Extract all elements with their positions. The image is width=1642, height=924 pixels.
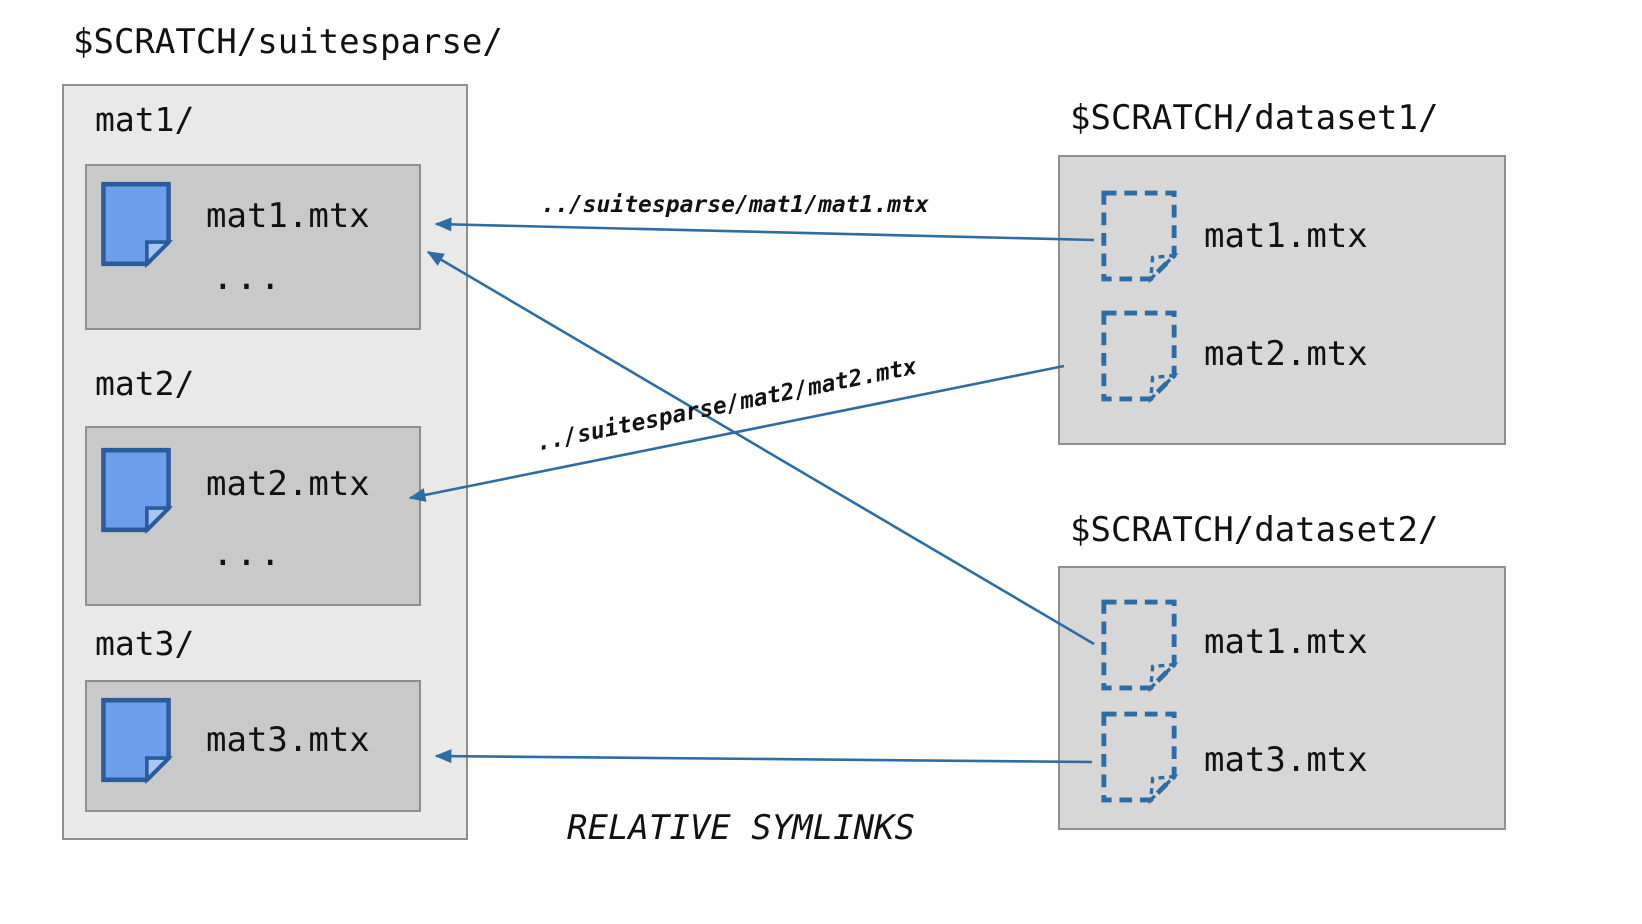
symlink-arrow-d2mat1-to-mat1 bbox=[426, 250, 1095, 646]
dataset1-file2-label: mat2.mtx bbox=[1204, 334, 1368, 374]
dataset2-box bbox=[1058, 566, 1506, 830]
dataset1-box bbox=[1058, 155, 1506, 445]
file-mat3-label: mat3.mtx bbox=[206, 720, 370, 760]
ellipsis-mat2: ... bbox=[212, 533, 284, 574]
symlink-arrow-d1mat2-to-mat2 bbox=[408, 364, 1065, 502]
symlink-arrow-d1mat1-to-mat1 bbox=[434, 217, 1095, 242]
symlink-label-mat1: ../suitesparse/mat1/mat1.mtx bbox=[541, 192, 929, 218]
dataset1-file1-label: mat1.mtx bbox=[1204, 216, 1368, 256]
file-solid-icon bbox=[98, 692, 174, 792]
file-mat1-label: mat1.mtx bbox=[206, 196, 370, 236]
symlink-file-icon bbox=[1098, 596, 1180, 698]
dataset1-title: $SCRATCH/dataset1/ bbox=[1070, 98, 1439, 138]
file-mat2-label: mat2.mtx bbox=[206, 464, 370, 504]
symlink-file-icon bbox=[1098, 186, 1180, 290]
folder-mat3-label: mat3/ bbox=[95, 624, 195, 663]
dataset2-file2-label: mat3.mtx bbox=[1204, 740, 1368, 780]
diagram-caption: RELATIVE SYMLINKS bbox=[567, 808, 915, 848]
symlink-label-mat2: ../suitesparse/mat2/mat2.mtx bbox=[534, 354, 919, 457]
suitesparse-title: $SCRATCH/suitesparse/ bbox=[73, 22, 503, 62]
folder-mat2-label: mat2/ bbox=[95, 364, 195, 403]
folder-mat1-label: mat1/ bbox=[95, 100, 195, 139]
ellipsis-mat1: ... bbox=[212, 257, 284, 298]
symlink-arrow-d2mat3-to-mat3 bbox=[434, 749, 1093, 764]
dataset2-title: $SCRATCH/dataset2/ bbox=[1070, 510, 1439, 550]
symlink-file-icon bbox=[1098, 306, 1180, 410]
file-solid-icon bbox=[98, 178, 174, 274]
symlink-file-icon bbox=[1098, 708, 1180, 810]
file-solid-icon bbox=[98, 444, 174, 540]
dataset2-file1-label: mat1.mtx bbox=[1204, 622, 1368, 662]
